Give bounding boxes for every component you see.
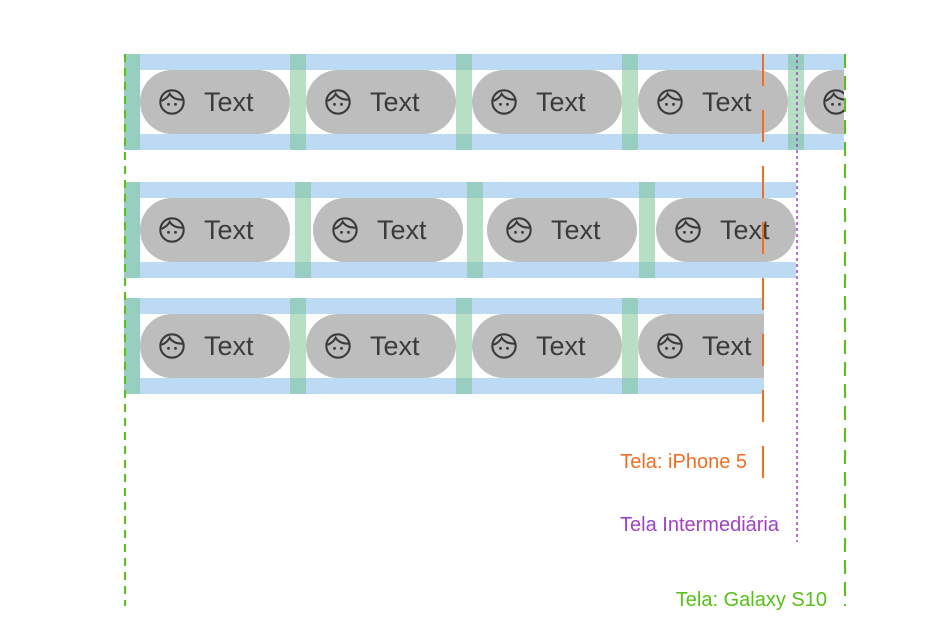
spacing-marker <box>124 54 140 150</box>
chip-label: Text <box>204 330 254 361</box>
face-icon <box>657 333 683 359</box>
spacing-marker <box>639 182 655 278</box>
chip-label: Text <box>204 214 254 245</box>
chip[interactable]: Text <box>656 198 796 262</box>
chip-label: Text <box>702 330 752 361</box>
chip[interactable]: Text <box>472 314 622 378</box>
spacing-marker <box>124 298 140 394</box>
chip-label: Text <box>536 86 586 117</box>
chip-label: Text <box>720 214 770 245</box>
chip-label: Text <box>377 214 427 245</box>
iphone5-label: Tela: iPhone 5 <box>620 451 747 473</box>
face-icon <box>325 333 351 359</box>
chip-label: Text <box>551 214 601 245</box>
chip-label: Text <box>204 86 254 117</box>
face-icon <box>506 217 532 243</box>
galaxy-s10-row: Text Text Text Text <box>124 54 844 150</box>
face-icon <box>159 333 185 359</box>
face-icon <box>675 217 701 243</box>
chip[interactable]: Text <box>638 314 764 378</box>
spacing-marker <box>467 182 483 278</box>
chip[interactable]: Text <box>140 314 290 378</box>
spacing-marker <box>456 54 472 150</box>
face-icon <box>491 89 517 115</box>
spacing-marker <box>124 182 140 278</box>
chip[interactable]: Text <box>140 198 290 262</box>
spacing-marker <box>622 54 638 150</box>
face-icon <box>159 217 185 243</box>
spacing-marker <box>788 54 804 150</box>
chip[interactable]: Text <box>140 70 290 134</box>
spacing-marker <box>295 182 311 278</box>
spacing-marker <box>622 298 638 394</box>
chip[interactable]: Text <box>306 314 456 378</box>
chip-label: Text <box>370 86 420 117</box>
face-icon <box>491 333 517 359</box>
spacing-marker <box>290 54 306 150</box>
chip-label: Text <box>370 330 420 361</box>
spacing-marker <box>456 298 472 394</box>
chip-label: Text <box>702 86 752 117</box>
chip[interactable]: Text <box>472 70 622 134</box>
chip[interactable]: Text <box>306 70 456 134</box>
face-icon <box>332 217 358 243</box>
chip[interactable]: Text <box>313 198 463 262</box>
spacing-marker <box>290 298 306 394</box>
face-icon <box>159 89 185 115</box>
iphone5-row: Text Text Text Text <box>124 298 764 394</box>
face-icon <box>325 89 351 115</box>
intermediate-row: Text Text Text Text <box>124 182 796 278</box>
face-icon <box>823 89 844 115</box>
galaxy-s10-label: Tela: Galaxy S10 <box>675 589 827 611</box>
chip-label: Text <box>536 330 586 361</box>
chip[interactable]: Text <box>487 198 637 262</box>
intermediate-label: Tela Intermediária <box>620 514 779 536</box>
face-icon <box>657 89 683 115</box>
